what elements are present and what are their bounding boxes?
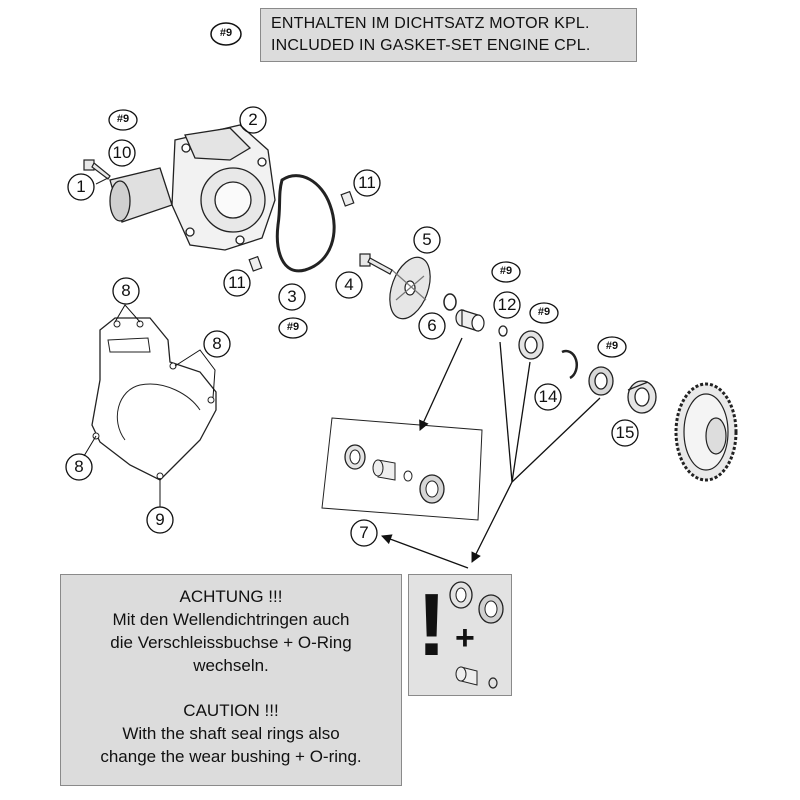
seal-kit-drawing (321, 417, 483, 521)
callout-6: 6 (427, 316, 437, 335)
pump-gasket-drawing (91, 317, 217, 481)
circlip-drawing (561, 349, 578, 380)
legend-line-de: ENTHALTEN IM DICHTSATZ MOTOR KPL. (271, 15, 590, 32)
legend-tag: #9 (219, 27, 233, 39)
callout-8-left: 8 (74, 457, 84, 476)
tag-9-small-oring: #9 (499, 265, 513, 277)
impeller-bolt-drawing (359, 253, 393, 275)
tag-ovals (108, 109, 627, 358)
plus-sign: + (455, 619, 475, 657)
callout-11-top: 11 (358, 173, 376, 192)
caution-text-en-1: With the shaft seal rings also (122, 724, 340, 743)
callout-8-right: 8 (212, 334, 222, 353)
bearing-drawing (627, 380, 657, 414)
caution-title-de: ACHTUNG !!! (179, 587, 283, 606)
callout-14: 14 (538, 387, 558, 406)
callout-10: 10 (112, 143, 132, 162)
seal-ring-drawing (518, 330, 544, 360)
small-oring-drawing (498, 325, 508, 337)
callout-9: 9 (155, 510, 165, 529)
callout-2: 2 (248, 110, 258, 129)
callout-8-top: 8 (121, 281, 131, 300)
callout-12: 12 (497, 295, 517, 314)
impeller-drawing (389, 256, 431, 320)
replacement-parts-box: ! + (408, 574, 512, 696)
caution-title-en: CAUTION !!! (183, 701, 279, 720)
warning-exclamation: ! (417, 575, 447, 674)
pump-cover-drawing (109, 124, 276, 251)
wear-bushing-drawing (455, 309, 485, 332)
parts-box-drawing (449, 581, 504, 689)
tag-9-shaft-seal: #9 (605, 340, 619, 352)
callout-circles (65, 106, 639, 547)
pointer-arrows (381, 337, 601, 569)
callout-15: 15 (615, 423, 635, 442)
tag-9-seal: #9 (537, 306, 551, 318)
gasket-set-legend: ENTHALTEN IM DICHTSATZ MOTOR KPL. INCLUD… (260, 8, 637, 62)
callout-4: 4 (344, 275, 354, 294)
pump-gear-drawing (674, 382, 738, 482)
caution-text-de-3: wechseln. (193, 656, 269, 675)
callout-5: 5 (422, 230, 432, 249)
pump-oring-drawing (275, 174, 336, 273)
caution-text-en-2: change the wear bushing + O-ring. (100, 747, 362, 766)
legend-tag-oval (210, 22, 242, 46)
caution-note: ACHTUNG !!! Mit den Wellendichtringen au… (60, 574, 402, 786)
tag-9-cover: #9 (116, 113, 130, 125)
caution-text-de-1: Mit den Wellendichtringen auch (112, 610, 350, 629)
dowel-pin-drawing (248, 190, 355, 272)
legend-line-en: INCLUDED IN GASKET-SET ENGINE CPL. (271, 37, 591, 54)
screw-drawing (83, 159, 111, 180)
callout-1: 1 (76, 177, 86, 196)
callout-3: 3 (287, 287, 297, 306)
callout-11-bottom: 11 (228, 273, 246, 292)
shaft-seal-drawing (443, 293, 457, 311)
callout-7: 7 (359, 523, 369, 542)
shaft-seal-ring-drawing (588, 366, 614, 396)
tag-9-oring: #9 (286, 321, 300, 333)
caution-text-de-2: die Verschleissbuchse + O-Ring (110, 633, 352, 652)
